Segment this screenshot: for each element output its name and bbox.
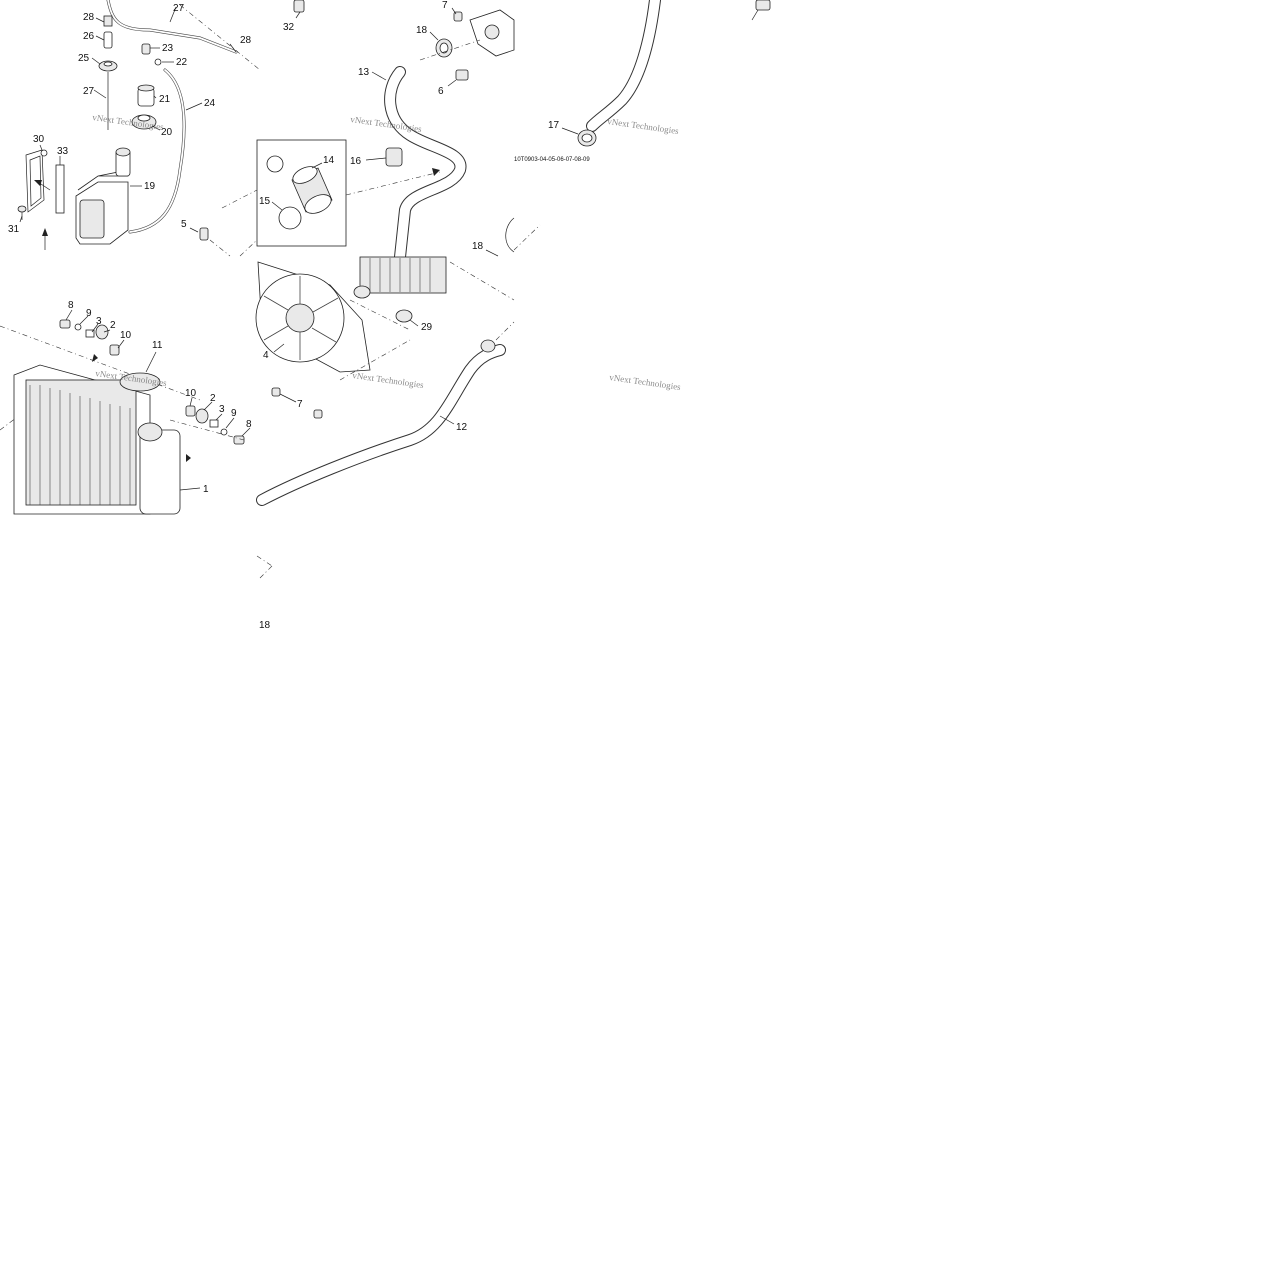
screw-5	[199, 227, 209, 241]
callout-27: 27	[173, 3, 185, 14]
fitting-6	[455, 69, 469, 81]
thermostat-housing	[469, 9, 515, 57]
tile-radiator: 8 9 3 2 10 11 10 2 3 9 8 1 vNext Technol…	[0, 300, 252, 515]
clamp-22	[154, 58, 162, 66]
callout-16: 16	[350, 156, 362, 167]
callout-15: 15	[259, 196, 271, 207]
grommet-29-b	[395, 309, 413, 323]
watermark: vNext Technologies	[609, 372, 682, 392]
vent-fitting-28	[103, 15, 113, 27]
watermark: vNext Technologies	[607, 116, 680, 136]
clamp-17	[577, 129, 597, 147]
callout-25: 25	[78, 53, 90, 64]
screw-7-a	[271, 387, 281, 397]
cap-assembly-20	[131, 114, 157, 130]
screw-31	[17, 205, 27, 220]
callout-17: 17	[548, 120, 560, 131]
callout-26: 26	[83, 31, 95, 42]
callout-22: 22	[176, 57, 188, 68]
nut-10-left	[109, 344, 120, 356]
radiator-1	[13, 364, 181, 515]
clip-16	[385, 147, 403, 167]
callout-2: 2	[210, 393, 216, 404]
fan-assembly-4	[255, 261, 371, 373]
washer-9-left	[74, 323, 82, 331]
washer-9-right	[220, 428, 228, 436]
callout-6: 6	[438, 86, 444, 97]
callout-24: 24	[204, 98, 216, 109]
watermark: vNext Technologies	[92, 112, 165, 132]
watermark: vNext Technologies	[352, 370, 425, 390]
fastener-8-left	[59, 319, 71, 329]
callout-8: 8	[246, 419, 252, 430]
callout-4: 4	[263, 350, 269, 361]
strap-33	[55, 164, 65, 214]
callout-18: 18	[259, 620, 271, 631]
spacer-3-right	[209, 419, 219, 428]
callout-31: 31	[8, 224, 20, 235]
callout-32: 32	[283, 22, 295, 33]
callout-11: 11	[152, 340, 163, 351]
callout-20: 20	[161, 127, 173, 138]
callout-3: 3	[219, 404, 225, 415]
clamp-18	[435, 38, 453, 58]
callout-13: 13	[358, 67, 370, 78]
check-valve-26	[103, 31, 113, 49]
callout-33: 33	[57, 146, 69, 157]
watermark: vNext Technologies	[350, 114, 423, 134]
screw-7-b	[313, 409, 323, 419]
coolant-tank-19	[75, 147, 131, 245]
callout-29: 29	[421, 322, 433, 333]
tile-lower-hose: 17 10T0903-04-05-06-07-08-09 vNext Techn…	[513, 0, 771, 251]
spacer-3-left	[85, 329, 95, 338]
tile-fan: 4 29 7 12 vNext Technologies	[255, 256, 515, 506]
callout-9: 9	[231, 408, 237, 419]
tile-upper-hose: 13 14 15 16 18 6 7 32 vNext Technologies	[221, 0, 515, 263]
callout-10: 10	[120, 330, 132, 341]
callout-18: 18	[416, 25, 428, 36]
callout-9: 9	[86, 308, 92, 319]
callout-8: 8	[68, 300, 74, 311]
callout-19: 19	[144, 181, 156, 192]
callout-14: 14	[323, 155, 335, 166]
clamp-15	[266, 155, 302, 230]
callout-27: 27	[83, 86, 95, 97]
clamp-fragment	[755, 0, 771, 11]
radiator-cap-11	[119, 372, 161, 392]
fastener-8-right	[233, 435, 245, 445]
nut-10-right	[185, 405, 196, 417]
callout-21: 21	[159, 94, 171, 105]
reservoir-cap-21	[137, 84, 155, 107]
callout-12: 12	[456, 422, 468, 433]
callout-18: 18	[472, 241, 484, 252]
callout-7: 7	[297, 399, 303, 410]
callout-30: 30	[33, 134, 45, 145]
grommet-2-right	[195, 408, 209, 424]
bracket-30	[25, 149, 48, 213]
reference-code: 10T0903-04-05-06-07-08-09	[514, 157, 590, 163]
callout-1: 1	[203, 484, 209, 495]
callout-3: 3	[96, 316, 102, 327]
radiator-fragment	[359, 256, 447, 294]
callout-23: 23	[162, 43, 174, 54]
clip-32	[293, 0, 305, 13]
callout-10: 10	[185, 388, 197, 399]
hose-adapter-14	[291, 166, 333, 214]
grommet-2-left	[95, 324, 109, 340]
clamp-18-b	[480, 339, 496, 353]
callout-5: 5	[181, 219, 187, 230]
callout-2: 2	[110, 320, 116, 331]
callout-7: 7	[442, 0, 448, 11]
callout-28: 28	[240, 35, 252, 46]
grommet-29-a	[353, 285, 371, 299]
fitting-23	[141, 43, 151, 55]
screw-7	[453, 11, 463, 22]
callout-28: 28	[83, 12, 95, 23]
tile-reservoir: 28 26 25 27 27 28 23 22 24 21 20 19 30 3…	[8, 0, 261, 257]
grommet-25	[98, 60, 118, 72]
